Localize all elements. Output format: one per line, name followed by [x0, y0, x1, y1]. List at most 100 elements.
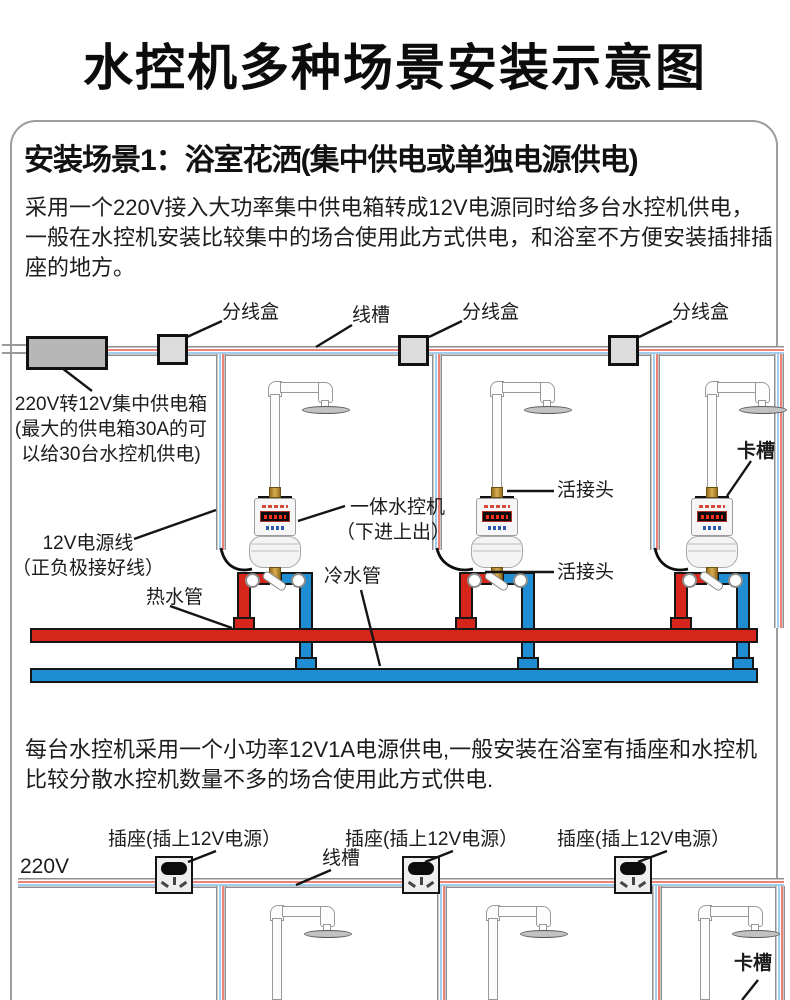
wire-trough-drop-right-b — [775, 886, 785, 1000]
hot-water-main-pipe — [30, 628, 758, 643]
junction-box-label-1: 分线盒 — [222, 302, 280, 323]
mains-input-wire — [2, 344, 27, 346]
cold-tee-fitting — [732, 657, 754, 670]
body-ridge — [688, 543, 736, 545]
shower-head — [524, 406, 572, 414]
socket-pin — [161, 880, 169, 888]
power-socket-1 — [155, 856, 193, 894]
wire-trough-drop-right — [774, 354, 784, 628]
mains-input-wire — [2, 352, 27, 354]
power-wire-label-line2: （正负极接好线） — [11, 558, 164, 579]
cold-tee-fitting — [517, 657, 539, 670]
shower-head — [732, 930, 780, 938]
socket-pin — [426, 880, 434, 888]
junction-box-3 — [608, 335, 639, 366]
shower-riser-pipe — [492, 394, 502, 489]
shower-head — [520, 930, 568, 938]
wire-trough-drop-1b — [216, 886, 226, 1000]
power-supply-box — [26, 336, 108, 370]
socket-pin — [173, 877, 176, 885]
power-socket-3 — [614, 856, 652, 894]
power-box-label-line2: (最大的供电箱30A的可 — [14, 419, 208, 440]
controller-label-line2: （下进上出） — [336, 522, 451, 543]
junction-box-1 — [157, 334, 188, 365]
union-joint-ring — [728, 573, 743, 588]
controller-label-line1: 一体水控机 — [350, 497, 446, 518]
scene1-header: 安装场景1：浴室花洒(集中供电或单独电源供电) — [24, 144, 639, 177]
hot-tee-fitting — [455, 617, 477, 630]
union-joint-top — [491, 487, 503, 498]
socket-label-1: 插座(插上12V电源） — [108, 829, 282, 850]
scene2-description: 每台水控机采用一个小功率12V1A电源供电,一般安装在浴室有插座和水控机比较分散… — [25, 737, 758, 792]
wire-trough-horizontal — [106, 346, 784, 356]
controller-logo — [266, 526, 284, 530]
shower-riser-pipe — [700, 918, 710, 1000]
controller-logo — [703, 526, 721, 530]
power-wire-label: 12V电源线 （正负极接好线） — [10, 531, 166, 581]
plug-face — [161, 862, 187, 875]
union-joint-top-label: 活接头 — [557, 480, 615, 501]
water-controller-body — [471, 536, 523, 568]
hot-pipe-label: 热水管 — [146, 587, 204, 608]
body-ridge — [473, 550, 521, 552]
shower-riser-pipe — [707, 394, 717, 489]
cold-water-main-pipe — [30, 668, 758, 683]
union-joint-top — [706, 487, 718, 498]
hot-tee-fitting — [233, 617, 255, 630]
controller-logo — [488, 526, 506, 530]
socket-pin — [620, 880, 628, 888]
power-wire-label-line1: 12V电源线 — [42, 533, 134, 554]
shower-riser-pipe — [270, 394, 280, 489]
socket-pin — [408, 880, 416, 888]
power-supply-box-label: 220V转12V集中供电箱 (最大的供电箱30A的可 以给30台水控机供电) — [4, 392, 218, 467]
power-socket-2 — [402, 856, 440, 894]
socket-pin — [179, 880, 187, 888]
water-controller-body — [686, 536, 738, 568]
shower-head — [739, 406, 787, 414]
power-box-label-line3: 以给30台水控机供电) — [21, 444, 201, 465]
union-joint-ring — [467, 573, 482, 588]
shower-head — [302, 406, 350, 414]
union-joint-ring — [513, 573, 528, 588]
body-ridge — [251, 543, 299, 545]
controller-label-text — [262, 505, 288, 508]
union-joint-top — [269, 487, 281, 498]
clip-slot-label: 卡槽 — [737, 441, 776, 462]
union-joint-ring — [291, 573, 306, 588]
shower-head — [304, 930, 352, 938]
mains-voltage-label: 220V — [20, 855, 70, 878]
wire-trough-drop-1 — [216, 354, 226, 550]
union-joint-ring — [682, 573, 697, 588]
controller-display — [482, 511, 512, 522]
body-ridge — [473, 543, 521, 545]
junction-box-2 — [398, 335, 429, 366]
socket-pin — [632, 877, 635, 885]
socket-pin — [638, 880, 646, 888]
body-ridge — [251, 550, 299, 552]
scene1-description: 采用一个220V接入大功率集中供电箱转成12V电源同时给多台水控机供电，一般在水… — [25, 195, 774, 280]
plug-face — [408, 862, 434, 875]
wire-trough-label: 线槽 — [352, 305, 391, 326]
plug-face — [620, 862, 646, 875]
shower-riser-pipe — [488, 918, 498, 1000]
clip-slot-label-2: 卡槽 — [734, 953, 773, 974]
wire-trough-horizontal-2 — [18, 878, 784, 888]
body-ridge — [688, 550, 736, 552]
wire-trough-label-2: 线槽 — [322, 848, 361, 869]
shower-riser-pipe — [272, 918, 282, 1000]
socket-pin — [420, 877, 423, 885]
wire-trough-drop-2 — [432, 354, 442, 550]
socket-label-2: 插座(插上12V电源） — [345, 829, 519, 850]
hot-tee-fitting — [670, 617, 692, 630]
wire-trough-drop-3b — [652, 886, 662, 1000]
page-title: 水控机多种场景安装示意图 — [83, 40, 707, 96]
cold-tee-fitting — [295, 657, 317, 670]
junction-box-label-3: 分线盒 — [672, 302, 730, 323]
controller-display — [260, 511, 290, 522]
controller-label: 一体水控机 （下进上出） — [336, 495, 450, 545]
power-box-label-line1: 220V转12V集中供电箱 — [14, 394, 208, 415]
controller-label-text — [699, 505, 725, 508]
wire-trough-drop-2b — [437, 886, 447, 1000]
controller-display — [697, 511, 727, 522]
